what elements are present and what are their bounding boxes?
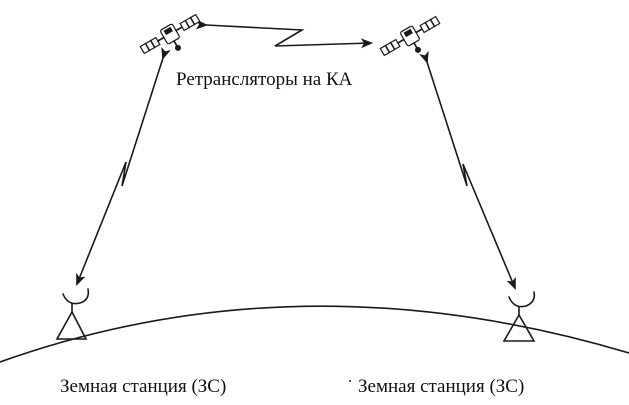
relay-label: Ретрансляторы на КА: [176, 69, 353, 90]
stray-dot: [349, 380, 351, 382]
satellite-icon: [379, 15, 441, 57]
station-right-label: Земная станция (ЗС): [358, 376, 525, 397]
antenna-icon: [502, 291, 536, 342]
satellite-icon: [139, 13, 201, 55]
station-left-label: Земная станция (ЗС): [60, 376, 227, 397]
intersatellite-link: [195, 19, 373, 49]
antenna-icon: [55, 288, 90, 340]
left-ground-link: [76, 46, 171, 286]
earth-surface-arc: [0, 305, 629, 363]
right-ground-link: [419, 50, 516, 290]
